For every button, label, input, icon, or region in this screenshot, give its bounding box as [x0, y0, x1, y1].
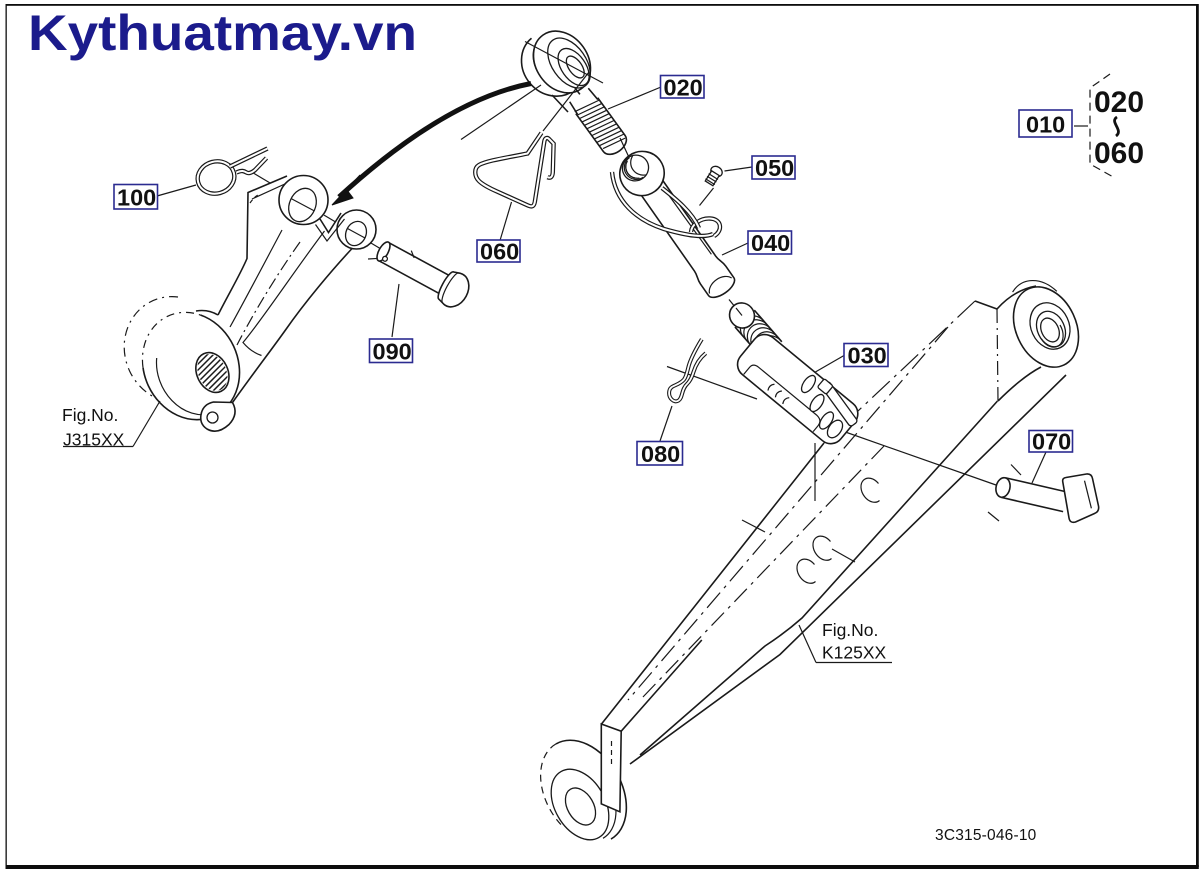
svg-text:J315XX: J315XX	[63, 430, 125, 450]
svg-text:Fig.No.: Fig.No.	[62, 405, 118, 425]
svg-text:010: 010	[1026, 112, 1065, 138]
svg-text:3C315-046-10: 3C315-046-10	[935, 827, 1037, 844]
svg-text:020: 020	[1094, 86, 1144, 119]
svg-text:Kythuatmay.vn: Kythuatmay.vn	[28, 5, 417, 61]
svg-text:K125XX: K125XX	[822, 643, 887, 663]
svg-text:060: 060	[480, 239, 519, 265]
svg-text:060: 060	[1094, 137, 1144, 170]
svg-text:070: 070	[1032, 429, 1071, 455]
svg-text:050: 050	[755, 155, 794, 181]
svg-text:090: 090	[373, 339, 412, 365]
svg-text:040: 040	[751, 230, 790, 256]
svg-text:100: 100	[117, 185, 156, 211]
svg-text:080: 080	[641, 441, 680, 467]
svg-text:Fig.No.: Fig.No.	[822, 620, 878, 640]
svg-text:020: 020	[664, 75, 703, 101]
svg-text:030: 030	[848, 343, 887, 369]
